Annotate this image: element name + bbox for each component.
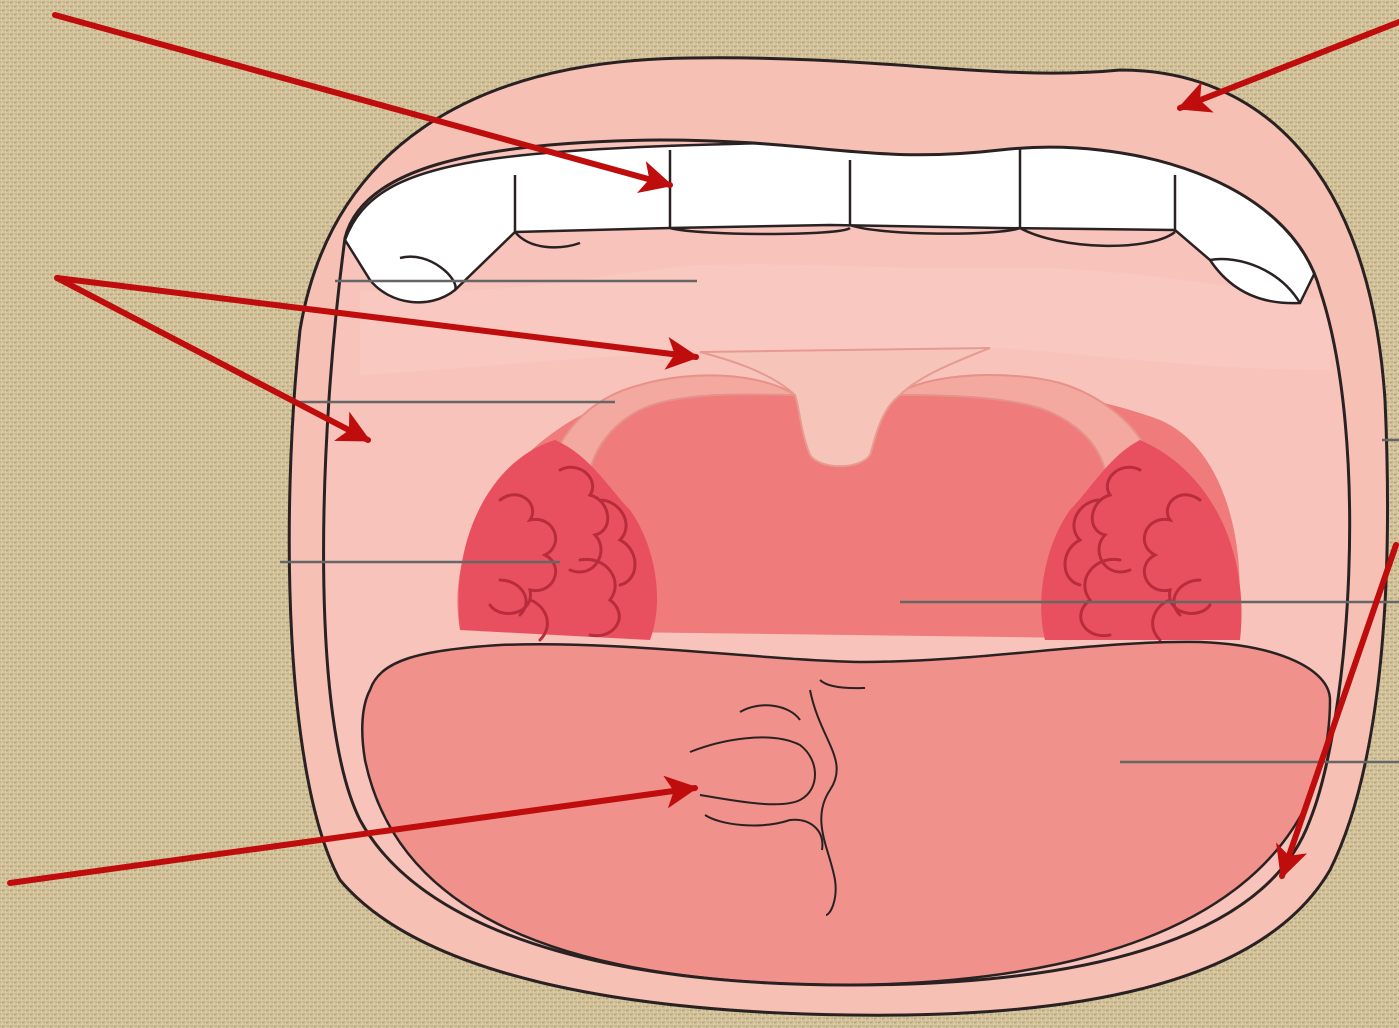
oral-cavity	[300, 130, 1380, 1010]
